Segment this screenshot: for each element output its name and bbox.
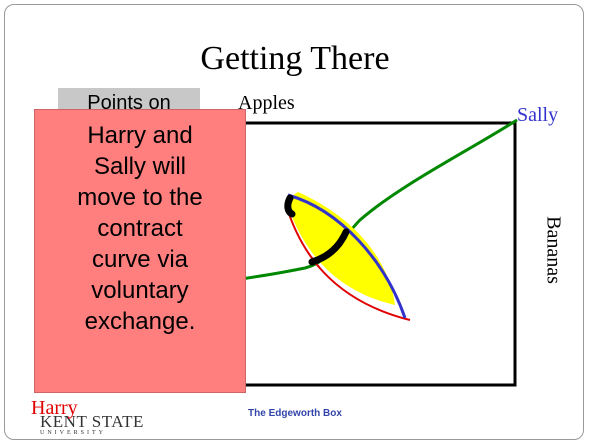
callout-line: move to the	[77, 184, 203, 211]
sally-indifference-curve	[287, 193, 407, 319]
footer-text: The Edgeworth Box	[248, 408, 342, 419]
logo-main-text: KENT STATE	[40, 412, 144, 431]
sally-origin-label: Sally	[517, 104, 559, 126]
callout-line: contract	[97, 215, 183, 242]
harry-indifference-curve	[285, 204, 411, 321]
callout-line: voluntary	[91, 277, 189, 304]
callout-line: Sally will	[93, 153, 186, 180]
callout-box: Harry and Sally will move to the contrac…	[34, 109, 246, 393]
logo-sub-text: UNIVERSITY	[40, 430, 106, 436]
bananas-label: Bananas	[542, 216, 565, 284]
slide-title: Getting There	[200, 40, 390, 77]
apples-label: Apples	[238, 92, 295, 114]
callout-line: curve via	[91, 246, 189, 273]
trade-lens	[286, 192, 395, 305]
callout-line: Harry and	[87, 122, 193, 149]
contract-curve-segment	[284, 194, 350, 266]
kent-state-logo: KENT STATE UNIVERSITY	[40, 412, 144, 436]
callout-line: exchange.	[84, 308, 196, 335]
harry-origin-label: Harry	[31, 397, 78, 419]
